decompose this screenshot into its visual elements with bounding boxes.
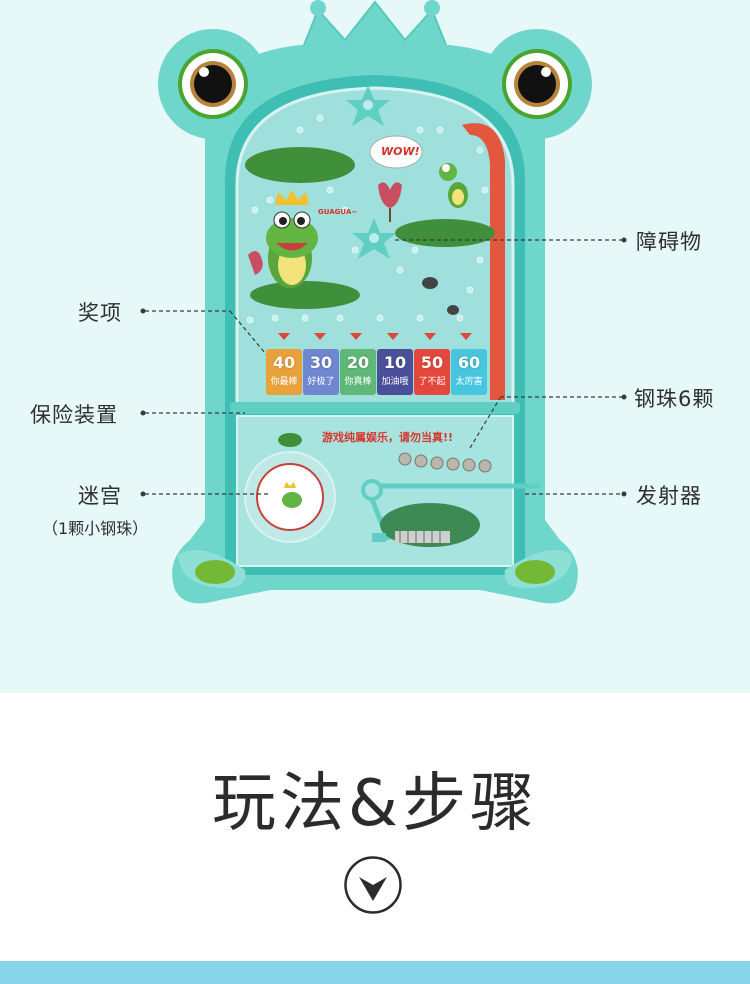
launcher-icon bbox=[361, 479, 540, 547]
left-eye-icon bbox=[178, 49, 248, 119]
safety-bar bbox=[230, 402, 520, 414]
callout-maze-note: （1颗小钢珠） bbox=[42, 519, 149, 538]
wow-sticker-text: WOW! bbox=[381, 145, 420, 158]
board-warning-text: 游戏纯属娱乐，请勿当真!! bbox=[322, 431, 454, 444]
score-tile-20: 20 你真棒 bbox=[340, 349, 376, 395]
pinwheel-obstacle-icon bbox=[346, 85, 390, 126]
right-foot-icon bbox=[504, 550, 572, 589]
section-title: 玩法&步骤 bbox=[212, 767, 538, 841]
steel-balls bbox=[398, 452, 492, 473]
callout-obstacles: 障碍物 bbox=[636, 230, 702, 254]
callout-maze: 迷宫 bbox=[78, 484, 122, 508]
right-eye-icon bbox=[502, 49, 572, 119]
small-frog-illustration bbox=[439, 163, 468, 208]
score-tile-60: 60 太厉害 bbox=[451, 349, 487, 395]
callout-lines bbox=[145, 239, 623, 495]
scroll-down-button[interactable] bbox=[344, 856, 402, 914]
callout-prizes: 奖项 bbox=[78, 301, 122, 325]
score-tile-40: 40 你最棒 bbox=[266, 349, 302, 395]
callout-steel-balls: 钢珠6颗 bbox=[634, 387, 715, 411]
pinwheel-obstacle-icon bbox=[352, 218, 396, 259]
frog-pinball-toy-image bbox=[140, 0, 627, 604]
frog-king-illustration bbox=[266, 190, 318, 288]
guagua-sticker-text: GUAGUA~ bbox=[318, 208, 358, 216]
score-tile-10: 10 加油哦 bbox=[377, 349, 413, 395]
callout-safety-device: 保险装置 bbox=[30, 403, 118, 427]
score-tile-50: 50 了不起 bbox=[414, 349, 450, 395]
chevron-down-circle-icon bbox=[344, 856, 402, 914]
callout-launcher: 发射器 bbox=[636, 484, 702, 508]
left-foot-icon bbox=[178, 550, 246, 589]
maze-dial-icon bbox=[244, 451, 336, 543]
next-section-band bbox=[0, 961, 750, 984]
score-tile-30: 30 好极了 bbox=[303, 349, 339, 395]
